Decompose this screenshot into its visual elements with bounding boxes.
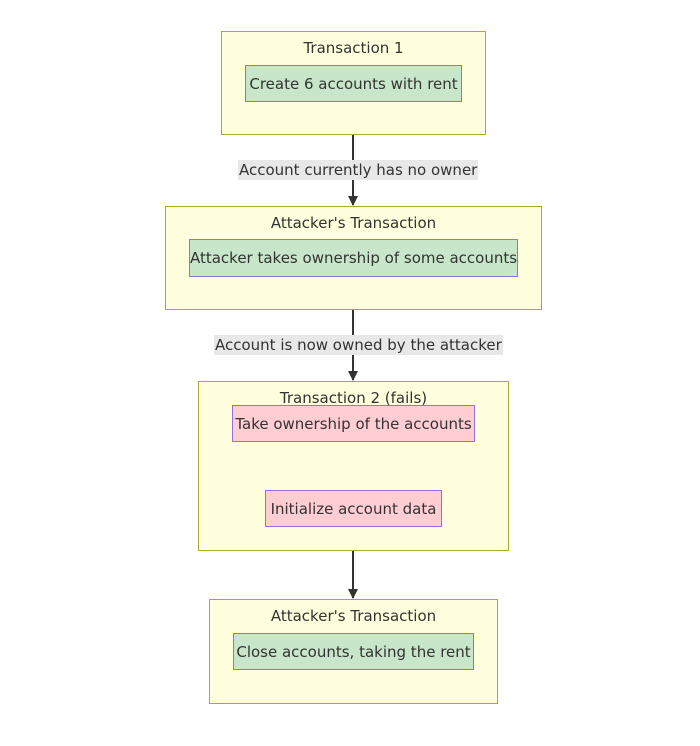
edge-label-owned-by-attacker: Account is now owned by the attacker [214,335,503,355]
node-create-accounts: Create 6 accounts with rent [245,65,462,102]
node-attacker-takes-ownership: Attacker takes ownership of some account… [189,239,518,277]
node-take-ownership: Take ownership of the accounts [232,405,475,442]
node-initialize-account-data: Initialize account data [265,490,442,527]
group-title-attacker-transaction-1: Attacker's Transaction [270,214,437,232]
group-title-attacker-transaction-2: Attacker's Transaction [270,607,437,625]
node-close-accounts: Close accounts, taking the rent [233,633,474,670]
group-title-transaction-2: Transaction 2 (fails) [279,389,428,407]
edge-label-no-owner: Account currently has no owner [238,160,479,180]
group-title-transaction-1: Transaction 1 [303,39,404,57]
